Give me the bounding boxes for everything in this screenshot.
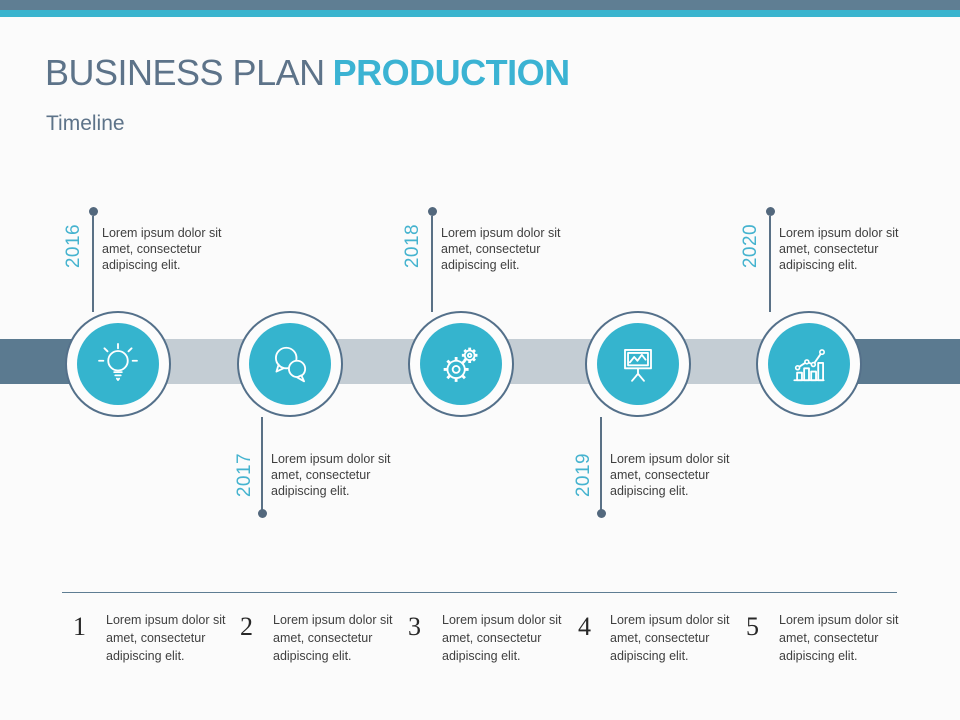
footer-item-text: Lorem ipsum dolor sit amet, consectetur … [442,613,562,663]
milestone-line-2019 [600,417,602,512]
milestone-dot-2020 [765,207,775,216]
footer-item-text: Lorem ipsum dolor sit amet, consectetur … [106,613,226,663]
title-primary: BUSINESS PLAN [45,52,325,93]
milestone-text-2019: Lorem ipsum dolor sit amet, consectetur … [610,452,730,499]
growth-chart-icon [793,349,825,382]
speech-bubbles-icon [274,346,307,383]
node-core [249,323,331,405]
top-accent-bar [0,10,960,17]
footer-item-number: 4 [578,612,591,641]
node-core [597,323,679,405]
milestone-year-2020: 2020 [740,223,761,269]
milestone-dot-2018 [427,207,437,216]
node-core [420,323,502,405]
footer-divider [62,592,897,593]
footer-item-text: Lorem ipsum dolor sit amet, consectetur … [273,613,393,663]
footer-item-text: Lorem ipsum dolor sit amet, consectetur … [610,613,730,663]
milestone-dot-2017 [257,509,267,518]
timeline-node-2017 [237,311,343,417]
milestone-year-2016: 2016 [63,223,84,269]
timeline-node-2018 [408,311,514,417]
title-accent: PRODUCTION [332,52,571,93]
milestone-text-2020: Lorem ipsum dolor sit amet, consectetur … [779,226,899,273]
node-core [77,323,159,405]
footer-item-number: 3 [408,612,421,641]
milestone-text-2016: Lorem ipsum dolor sit amet, consectetur … [102,226,222,273]
footer-item-text: Lorem ipsum dolor sit amet, consectetur … [779,613,899,663]
milestone-dot-2016 [88,207,98,216]
milestone-dot-2019 [596,509,606,518]
footer-item-number: 5 [746,612,759,641]
timeline-node-2016 [65,311,171,417]
footer-item-number: 1 [73,612,86,641]
footer-item-number: 2 [240,612,253,641]
milestone-year-2018: 2018 [402,223,423,269]
page-subtitle: Timeline [46,112,125,135]
top-bar [0,0,960,10]
milestone-line-2018 [431,216,433,312]
milestone-text-2017: Lorem ipsum dolor sit amet, consectetur … [271,452,391,499]
milestone-year-2019: 2019 [573,452,594,498]
gears-icon [443,347,478,382]
milestone-year-2017: 2017 [234,452,255,498]
timeline-node-2019 [585,311,691,417]
node-core [768,323,850,405]
milestone-text-2018: Lorem ipsum dolor sit amet, consectetur … [441,226,561,273]
milestone-line-2020 [769,216,771,312]
lightbulb-icon [98,343,138,381]
timeline-node-2020 [756,311,862,417]
milestone-line-2017 [261,417,263,512]
milestone-line-2016 [92,216,94,312]
presentation-chart-icon [624,348,652,382]
